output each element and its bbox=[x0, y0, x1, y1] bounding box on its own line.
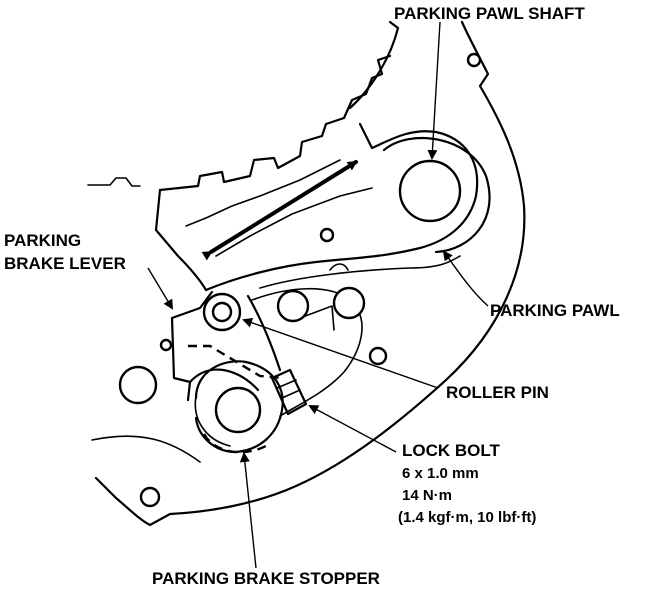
label-parking-pawl: PARKING PAWL bbox=[490, 301, 620, 320]
label-lock-bolt-torque-alt: (1.4 kgf·m, 10 lbf·ft) bbox=[398, 509, 536, 526]
movement-arrow bbox=[201, 160, 358, 261]
stopper-hole bbox=[214, 386, 262, 434]
housing-hole bbox=[276, 289, 310, 323]
pawl-hole bbox=[319, 227, 335, 243]
housing-hole bbox=[118, 365, 158, 405]
leader-lines bbox=[147, 21, 489, 569]
housing-hole bbox=[332, 286, 366, 320]
label-lock-bolt-torque-nm: 14 N·m bbox=[402, 487, 452, 504]
lock-bolt bbox=[270, 368, 308, 416]
housing-hole bbox=[159, 338, 173, 352]
label-parking-brake-stopper: PARKING BRAKE STOPPER bbox=[152, 569, 380, 588]
label-lock-bolt-size: 6 x 1.0 mm bbox=[402, 465, 479, 482]
parking-pawl-shaft bbox=[382, 136, 491, 254]
label-lock-bolt: LOCK BOLT bbox=[402, 441, 501, 460]
label-roller-pin: ROLLER PIN bbox=[446, 383, 549, 402]
housing-hole bbox=[368, 346, 388, 366]
roller-pin bbox=[202, 292, 242, 332]
label-parking-brake-lever-line2: BRAKE LEVER bbox=[4, 254, 126, 273]
park-gear bbox=[158, 54, 392, 219]
housing-hole bbox=[139, 486, 161, 508]
housing-hole bbox=[466, 52, 482, 68]
pawl-shaft-circle bbox=[398, 159, 462, 223]
transmission-housing bbox=[87, 20, 526, 527]
label-parking-pawl-shaft: PARKING PAWL SHAFT bbox=[394, 4, 585, 23]
parking-brake-stopper bbox=[194, 360, 284, 454]
housing-interior bbox=[118, 255, 461, 417]
label-parking-brake-lever-line1: PARKING bbox=[4, 231, 81, 250]
roller-pin-inner bbox=[211, 301, 233, 323]
